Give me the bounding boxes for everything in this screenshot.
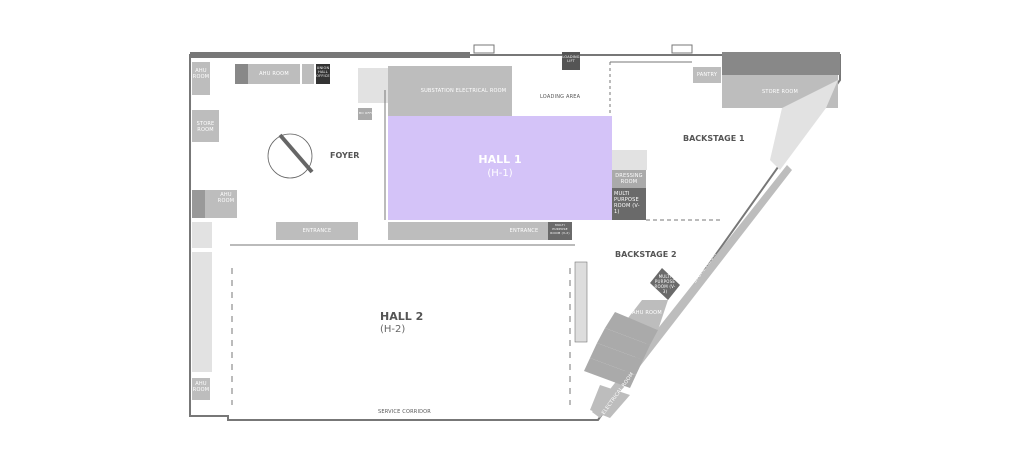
mpr-v1 [612,188,646,220]
roof-band-right [722,52,840,75]
dressing-room-label: DRESSING ROOM [615,173,643,185]
hall-2-label: HALL 2 [380,310,424,323]
entrance-1 [276,222,358,240]
mpr-v3-label: MULTI PURPOSE ROOM (V-3) [654,274,676,294]
ahu-room-top-left [192,62,210,95]
ahu-room-mid-left [205,190,237,218]
ahu-room-right-label: AHU ROOM [632,310,662,316]
electrical-room [590,385,630,418]
ahu-room-bottom-left-label: AHU ROOM [192,381,210,393]
mpr-v2-label: MULTI PURPOSE ROOM (V-2) [550,223,570,235]
substation-room [388,66,512,116]
substation-label: SUBSTATION ELECTRICAL ROOM [420,88,507,94]
entrance-2 [388,222,548,240]
ahu-room-top [248,64,300,84]
bo-office-label: BO OFFICE [359,111,377,115]
loading-area-label: LOADING AREA [540,94,581,100]
hall-1-label: HALL 1 [478,153,522,166]
ahu-room-bottom-left [192,378,210,400]
pantry-label: PANTRY [696,72,718,78]
ahu-room-top-left-label: AHU ROOM [192,68,210,80]
backstage-2-label: BACKSTAGE 2 [615,250,677,259]
backstage-1-label: BACKSTAGE 1 [683,134,745,143]
store-room-left-label: STORE ROOM [196,121,215,133]
ahu-room-right [628,300,668,330]
mpr-v1-label: MULTI PURPOSE ROOM (V-1) [614,191,640,215]
ahu-room-top-label: AHU ROOM [259,71,289,77]
loading-lift [562,52,580,70]
store-room-right-label: STORE ROOM [761,89,799,95]
mpr-v3 [650,268,680,300]
dressing-room [612,170,646,188]
loading-lift-label: LOADING LIFT [562,55,580,63]
union-office [316,64,330,84]
hall-1-code: (H-1) [487,168,513,179]
store-room-left [192,110,219,142]
ahu-room-mid-left-label: AHU ROOM [217,192,235,204]
pantry-room [693,67,721,83]
service-corridor-label: SERVICE CORRIDOR [378,409,431,415]
hall-2-code: (H-2) [380,324,406,335]
mpr-v2 [548,222,572,240]
escalator-rotunda [267,133,313,179]
union-office-label: UNION HALL OFFICE [316,66,330,78]
hall-1 [388,116,612,220]
entrance-2-label: ENTRANCE [509,228,539,234]
roof-band-left [190,52,470,58]
entrance-1-label: ENTRANCE [302,228,332,234]
foyer-label: FOYER [330,151,360,160]
